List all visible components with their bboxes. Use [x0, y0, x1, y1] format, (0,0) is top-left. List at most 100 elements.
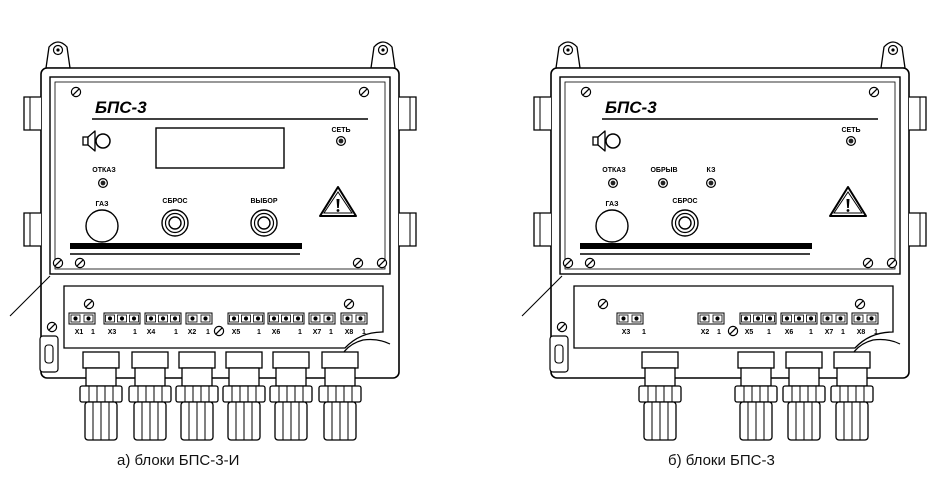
- terminal-x8: X8 1: [340, 312, 368, 336]
- button-label-reset: СБРОС: [162, 198, 187, 205]
- led-label-break: ОБРЫВ: [650, 167, 677, 174]
- caption-unit-a: а) блоки БПС-3-И: [117, 452, 240, 469]
- svg-text:1: 1: [133, 329, 137, 336]
- screw-icon: [52, 257, 64, 269]
- screw-icon: [46, 321, 58, 333]
- svg-text:X2: X2: [701, 329, 710, 336]
- terminal-x8: X8 1: [851, 312, 879, 336]
- unit-b-title: БПС-3: [605, 98, 657, 117]
- svg-text:X2: X2: [188, 329, 197, 336]
- svg-text:X6: X6: [272, 329, 281, 336]
- screw-icon: [597, 298, 609, 310]
- led-label-fault: ОТКАЗ: [92, 167, 116, 174]
- terminal-x7: X7 1: [820, 312, 848, 336]
- terminal-x3: X3 1: [103, 312, 141, 336]
- screw-icon: [352, 257, 364, 269]
- button-label-gas: ГАЗ: [96, 201, 110, 208]
- short-circuit-led: [705, 178, 717, 188]
- button-label-reset: СБРОС: [672, 198, 697, 205]
- svg-text:1: 1: [717, 329, 721, 336]
- led-label-power: СЕТЬ: [331, 127, 350, 134]
- screw-icon: [584, 257, 596, 269]
- cable-gland-icon: [638, 351, 682, 441]
- unit-a-terminal-compartment: [63, 285, 384, 349]
- terminal-x3: X3 1: [616, 312, 646, 336]
- cable-gland-icon: [734, 351, 778, 441]
- screw-icon: [854, 298, 866, 310]
- reset-button[interactable]: [161, 209, 189, 237]
- unit-b-terminal-compartment: [573, 285, 894, 349]
- led-label-short: КЗ: [707, 167, 717, 174]
- screw-icon: [74, 257, 86, 269]
- svg-text:X4: X4: [147, 329, 156, 336]
- svg-text:X6: X6: [785, 329, 794, 336]
- caption-unit-b: б) блоки БПС-3: [668, 452, 775, 469]
- unit-a-display: [155, 127, 285, 169]
- svg-text:1: 1: [91, 329, 95, 336]
- svg-text:1: 1: [174, 329, 178, 336]
- led-label-fault: ОТКАЗ: [602, 167, 626, 174]
- svg-text:1: 1: [362, 329, 366, 336]
- break-led: [657, 178, 669, 188]
- fault-led: [97, 178, 109, 188]
- screw-icon: [556, 321, 568, 333]
- screw-icon: [83, 298, 95, 310]
- screw-icon: [886, 257, 898, 269]
- terminal-x1: X1 1: [68, 312, 96, 336]
- terminal-x2: X2 1: [697, 312, 725, 336]
- svg-text:1: 1: [642, 329, 646, 336]
- terminal-x5: X5 1: [227, 312, 265, 336]
- svg-text:1: 1: [206, 329, 210, 336]
- reset-button[interactable]: [671, 209, 699, 237]
- cable-gland-icon: [79, 351, 123, 441]
- svg-text:X8: X8: [857, 329, 866, 336]
- cable-gland-icon: [128, 351, 172, 441]
- svg-text:X3: X3: [108, 329, 117, 336]
- cable-gland-icon: [175, 351, 219, 441]
- svg-text:X5: X5: [745, 329, 754, 336]
- screw-icon: [70, 86, 82, 98]
- svg-text:X5: X5: [232, 329, 241, 336]
- button-label-select: ВЫБОР: [250, 198, 277, 205]
- svg-text:X1: X1: [75, 329, 84, 336]
- svg-text:X3: X3: [622, 329, 631, 336]
- select-button[interactable]: [250, 209, 278, 237]
- svg-text:1: 1: [298, 329, 302, 336]
- screw-icon: [562, 257, 574, 269]
- screw-icon: [727, 325, 739, 337]
- cable-gland-icon: [318, 351, 362, 441]
- screw-icon: [358, 86, 370, 98]
- mounting-lug-left: [45, 41, 71, 69]
- terminal-x5: X5 1: [739, 312, 777, 336]
- unit-b-drawing: БПС-3 СЕТЬ ОТКАЗ ОБРЫВ КЗ ГАЗ СБРОС X3 1: [521, 41, 927, 441]
- gas-sensor-window: [595, 209, 629, 243]
- led-label-power: СЕТЬ: [841, 127, 860, 134]
- svg-text:1: 1: [809, 329, 813, 336]
- button-label-gas: ГАЗ: [606, 201, 620, 208]
- svg-text:X8: X8: [345, 329, 354, 336]
- svg-text:1: 1: [841, 329, 845, 336]
- svg-text:X7: X7: [313, 329, 322, 336]
- mounting-lug-right: [880, 41, 906, 69]
- gas-sensor-window: [85, 209, 119, 243]
- screw-icon: [862, 257, 874, 269]
- unit-a-title: БПС-3: [95, 98, 147, 117]
- svg-text:1: 1: [329, 329, 333, 336]
- mounting-lug-right: [370, 41, 396, 69]
- cable-gland-icon: [269, 351, 313, 441]
- unit-a-drawing: БПС-3 СЕТЬ ОТКАЗ ГАЗ СБРОС ВЫБОР X1 1: [9, 41, 417, 441]
- cable-gland-icon: [830, 351, 874, 441]
- terminal-x6: X6 1: [267, 312, 305, 336]
- terminal-x7: X7 1: [308, 312, 336, 336]
- terminal-x6: X6 1: [780, 312, 818, 336]
- screw-icon: [213, 325, 225, 337]
- mounting-lug-left: [555, 41, 581, 69]
- screw-icon: [580, 86, 592, 98]
- screw-icon: [868, 86, 880, 98]
- screw-icon: [376, 257, 388, 269]
- terminal-x4: X4 1: [144, 312, 182, 336]
- fault-led: [607, 178, 619, 188]
- power-led: [336, 136, 346, 146]
- svg-text:1: 1: [257, 329, 261, 336]
